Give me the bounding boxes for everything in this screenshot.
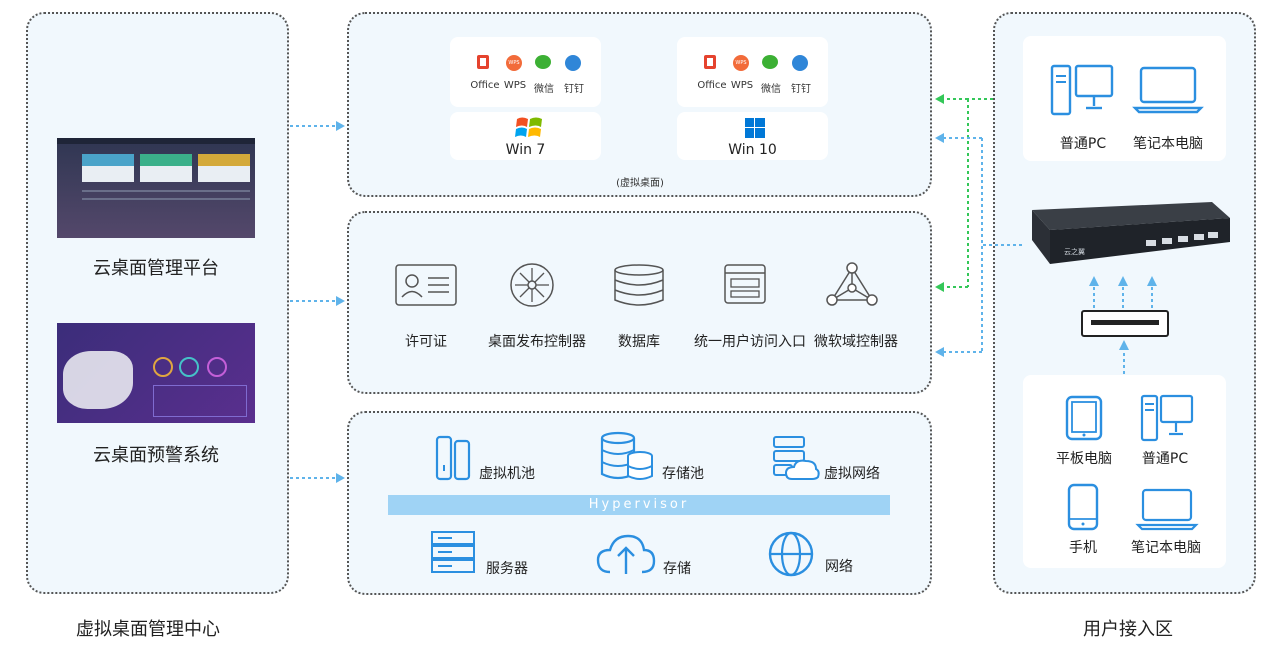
management-center-panel	[26, 12, 289, 594]
windows7-logo-icon	[515, 117, 542, 137]
network-globe-icon	[768, 531, 814, 577]
os-label-win7: Win 7	[505, 142, 546, 158]
database-icon	[614, 264, 664, 306]
device-laptop-label: 笔记本电脑	[1133, 136, 1203, 152]
connector-arrows-right	[935, 94, 1022, 357]
infra-vm-pool-label: 虚拟机池	[479, 466, 535, 482]
gateway-appliance-icon	[1032, 202, 1230, 264]
switch-uplink-arrows	[1089, 276, 1157, 374]
network-switch-icon	[1081, 310, 1169, 337]
warning-label: 云桌面预警系统	[93, 445, 219, 466]
device-phone-label: 手机	[1069, 540, 1097, 556]
app-label-office-left: Office	[470, 80, 500, 91]
windows10-logo-icon	[745, 118, 765, 138]
infra-storage-label: 存储	[663, 561, 691, 577]
desktop-pc-small-icon	[1140, 394, 1194, 442]
license-icon	[395, 264, 457, 306]
virtual-network-icon	[773, 436, 820, 480]
mobile-phone-icon	[1067, 483, 1099, 531]
user-access-caption: 用户接入区	[1083, 619, 1173, 640]
device-pc-small-label: 普通PC	[1141, 451, 1189, 467]
warning-system-screenshot	[57, 323, 255, 423]
app-label-office-right: Office	[697, 80, 727, 91]
platform-label: 云桌面管理平台	[93, 258, 219, 279]
top-devices-card	[1023, 36, 1226, 161]
laptop-small-icon	[1135, 488, 1199, 531]
app-label-dingtalk-right: 钉钉	[791, 84, 811, 95]
tablet-icon	[1065, 395, 1103, 441]
device-laptop-small-label: 笔记本电脑	[1131, 540, 1201, 556]
dingtalk-icon	[565, 55, 581, 71]
infra-server-label: 服务器	[486, 561, 528, 577]
dingtalk-icon	[792, 55, 808, 71]
app-card-left	[450, 37, 601, 107]
connector-arrows-left	[290, 121, 345, 483]
os-label-win10: Win 10	[728, 142, 777, 158]
service-database-label: 数据库	[618, 334, 660, 350]
office-icon	[477, 55, 489, 69]
service-license-label: 许可证	[405, 334, 447, 350]
storage-pool-icon	[600, 431, 653, 480]
delivery-controller-icon	[510, 263, 554, 307]
management-center-caption: 虚拟桌面管理中心	[76, 619, 220, 640]
app-label-wps-left: WPS	[503, 80, 527, 91]
device-pc-label: 普通PC	[1059, 136, 1107, 152]
app-label-wps-right: WPS	[730, 80, 754, 91]
hypervisor-bar: Hypervisor	[388, 495, 890, 515]
app-label-wechat-left: 微信	[534, 84, 554, 95]
wechat-icon	[762, 55, 778, 69]
service-controller-label: 桌面发布控制器	[488, 334, 586, 350]
app-label-dingtalk-left: 钉钉	[564, 84, 584, 95]
management-platform-screenshot	[57, 138, 255, 238]
service-domain-label: 微软域控制器	[814, 334, 898, 350]
app-card-right	[677, 37, 828, 107]
service-access-label: 统一用户访问入口	[694, 334, 806, 350]
office-icon	[704, 55, 716, 69]
unified-access-icon	[724, 264, 766, 304]
wechat-icon	[535, 55, 551, 69]
server-icon	[431, 531, 475, 573]
gateway-brand-label: 云之翼	[1064, 248, 1085, 256]
wps-icon: WPS	[733, 55, 749, 71]
cloud-storage-icon	[596, 534, 656, 574]
desktop-pc-icon	[1050, 64, 1114, 116]
infra-storage-pool-label: 存储池	[662, 466, 704, 482]
vm-pool-icon	[435, 435, 471, 481]
virtual-desktop-caption: (虚拟桌面)	[616, 178, 664, 189]
infra-virtual-network-label: 虚拟网络	[824, 466, 880, 482]
device-tablet-label: 平板电脑	[1056, 451, 1112, 467]
infra-network-label: 网络	[825, 559, 853, 575]
app-label-wechat-right: 微信	[761, 84, 781, 95]
wps-icon: WPS	[506, 55, 522, 71]
virtual-desktop-panel	[347, 12, 932, 197]
laptop-icon	[1132, 66, 1204, 114]
domain-controller-icon	[826, 262, 878, 306]
